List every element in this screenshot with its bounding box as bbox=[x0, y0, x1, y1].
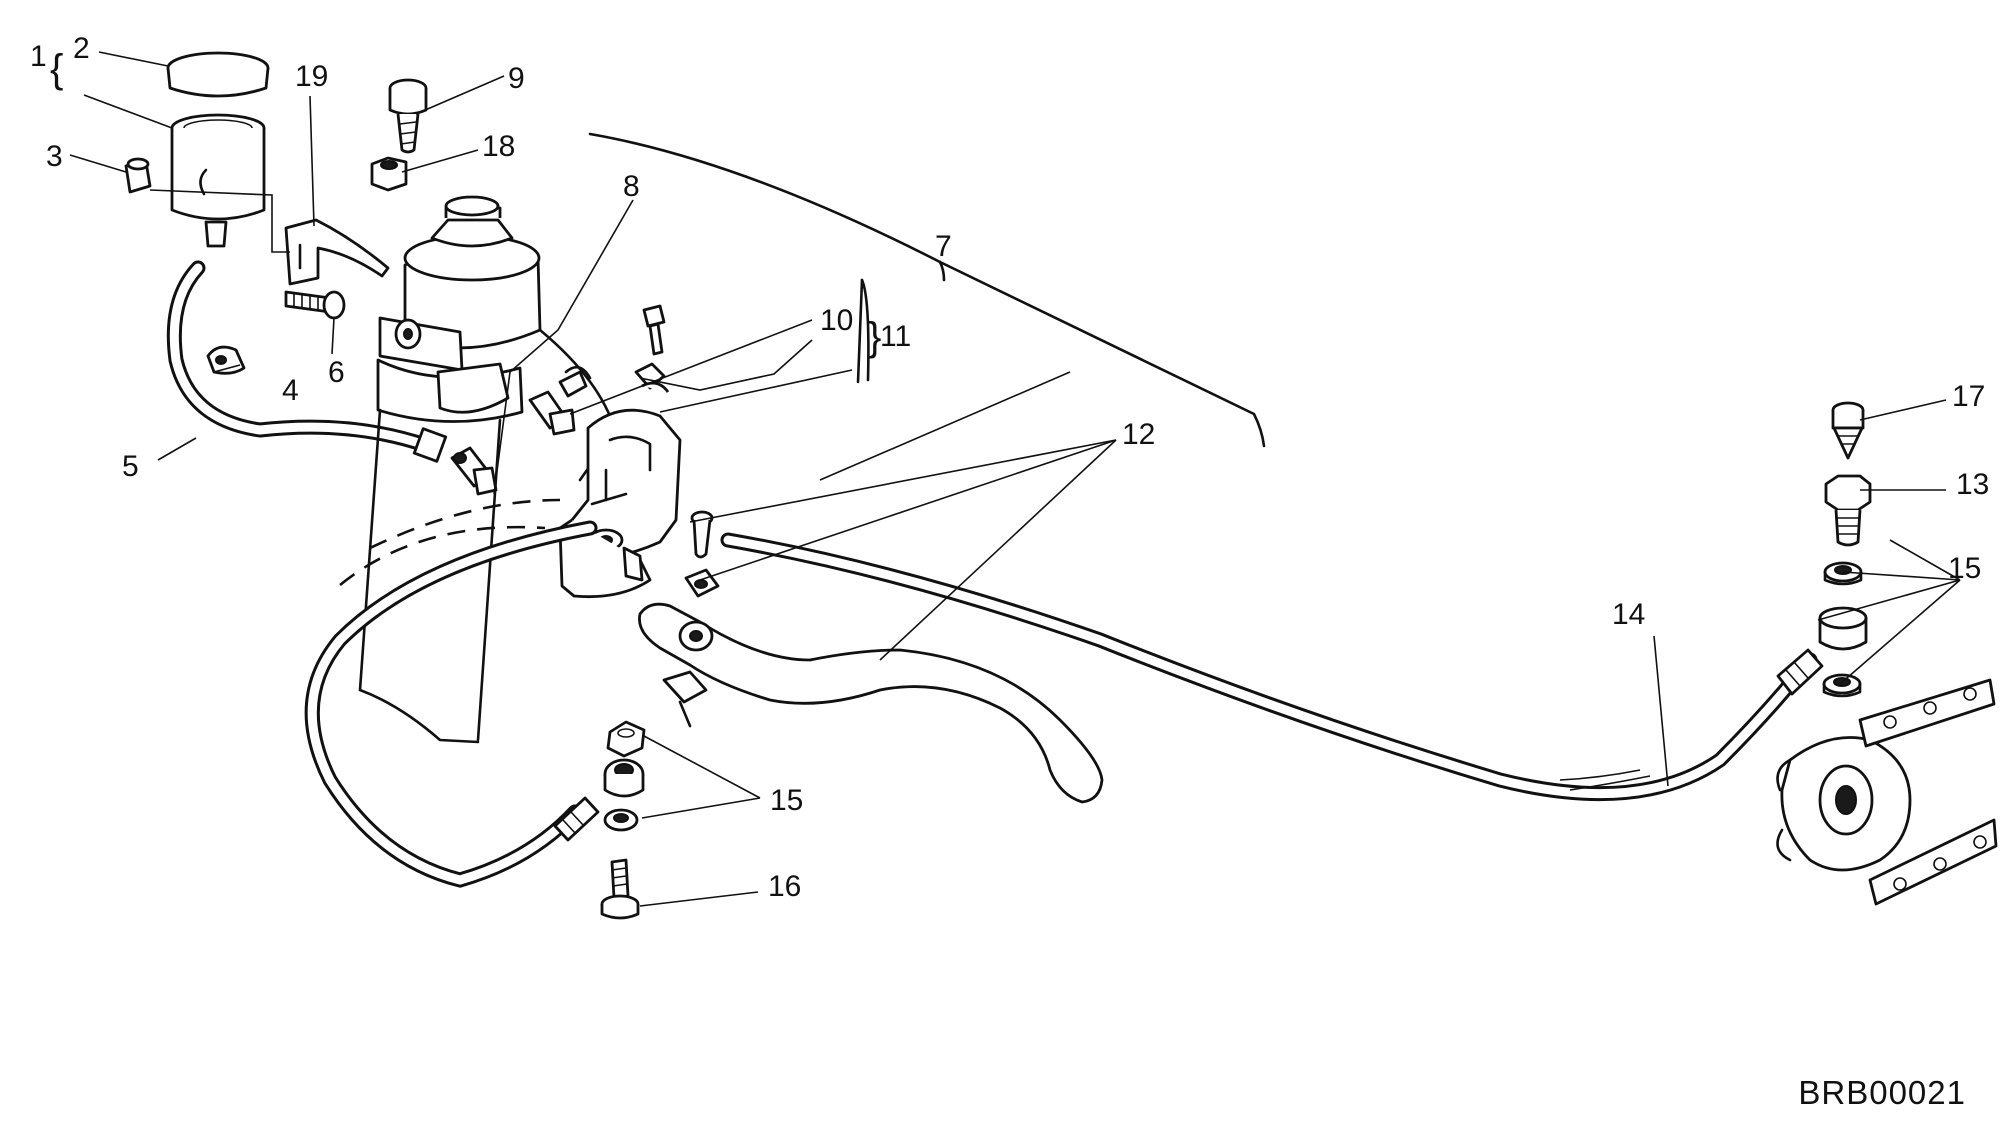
callout-12: 12 bbox=[1122, 418, 1155, 451]
slave-washer-bottom bbox=[1822, 673, 1862, 698]
callout-10: 10 bbox=[820, 304, 853, 337]
reservoir-nut bbox=[124, 157, 152, 194]
master-cylinder bbox=[376, 195, 542, 423]
reservoir-cap bbox=[166, 51, 270, 98]
callout-9: 9 bbox=[508, 62, 525, 95]
callout-13: 13 bbox=[1956, 468, 1989, 501]
reservoir-hose bbox=[166, 260, 448, 463]
lower-hose bbox=[304, 520, 600, 888]
slave-banjo-bolt bbox=[1824, 474, 1872, 547]
callout-11: 11 bbox=[880, 320, 911, 353]
group-brace-11: } bbox=[868, 315, 881, 359]
lower-banjo-fitting bbox=[603, 758, 645, 798]
callout-2: 2 bbox=[73, 32, 90, 65]
callout-7: 7 bbox=[935, 230, 952, 263]
sprocket-and-chain bbox=[1776, 678, 1998, 906]
callout-6: 6 bbox=[328, 356, 345, 389]
fluid-reservoir bbox=[170, 113, 266, 248]
top-washer bbox=[370, 156, 408, 192]
lower-banjo-bolt bbox=[600, 858, 640, 920]
callout-1: 1 bbox=[30, 40, 47, 73]
lower-washer-bottom bbox=[603, 808, 639, 832]
slave-banjo-fitting bbox=[1818, 606, 1868, 651]
callout-15-right: 15 bbox=[1948, 552, 1981, 585]
clutch-lever bbox=[638, 602, 1104, 804]
group-brace-1: { bbox=[50, 47, 63, 91]
lever-pivot-block bbox=[558, 408, 682, 598]
callout-labels: 1 { 2 3 4 5 6 7 8 9 10 } 11 12 13 14 15 … bbox=[30, 32, 1989, 903]
callout-18: 18 bbox=[482, 130, 515, 163]
callout-16: 16 bbox=[768, 870, 801, 903]
banjo-bolt-left bbox=[450, 446, 498, 496]
reservoir-bracket bbox=[284, 218, 390, 286]
diagram-reference-code: BRB00021 bbox=[1798, 1074, 1966, 1111]
bleed-screw-small bbox=[642, 304, 666, 356]
pivot-pin bbox=[690, 510, 714, 559]
callout-15-left: 15 bbox=[770, 784, 803, 817]
callout-14: 14 bbox=[1612, 598, 1645, 631]
pivot-nut bbox=[684, 568, 720, 598]
callout-17: 17 bbox=[1952, 380, 1985, 413]
callout-19: 19 bbox=[295, 60, 328, 93]
bracket-screw bbox=[284, 290, 346, 320]
clutch-hose bbox=[720, 532, 1824, 802]
top-bolt bbox=[388, 78, 428, 154]
callout-8: 8 bbox=[623, 170, 640, 203]
callout-4: 4 bbox=[282, 374, 299, 407]
callout-5: 5 bbox=[122, 450, 139, 483]
lower-washer-top bbox=[606, 720, 646, 758]
banjo-bolt-upper bbox=[528, 365, 592, 436]
bleed-valve bbox=[1831, 401, 1865, 460]
leader-lines bbox=[69, 51, 1961, 907]
callout-3: 3 bbox=[46, 140, 63, 173]
